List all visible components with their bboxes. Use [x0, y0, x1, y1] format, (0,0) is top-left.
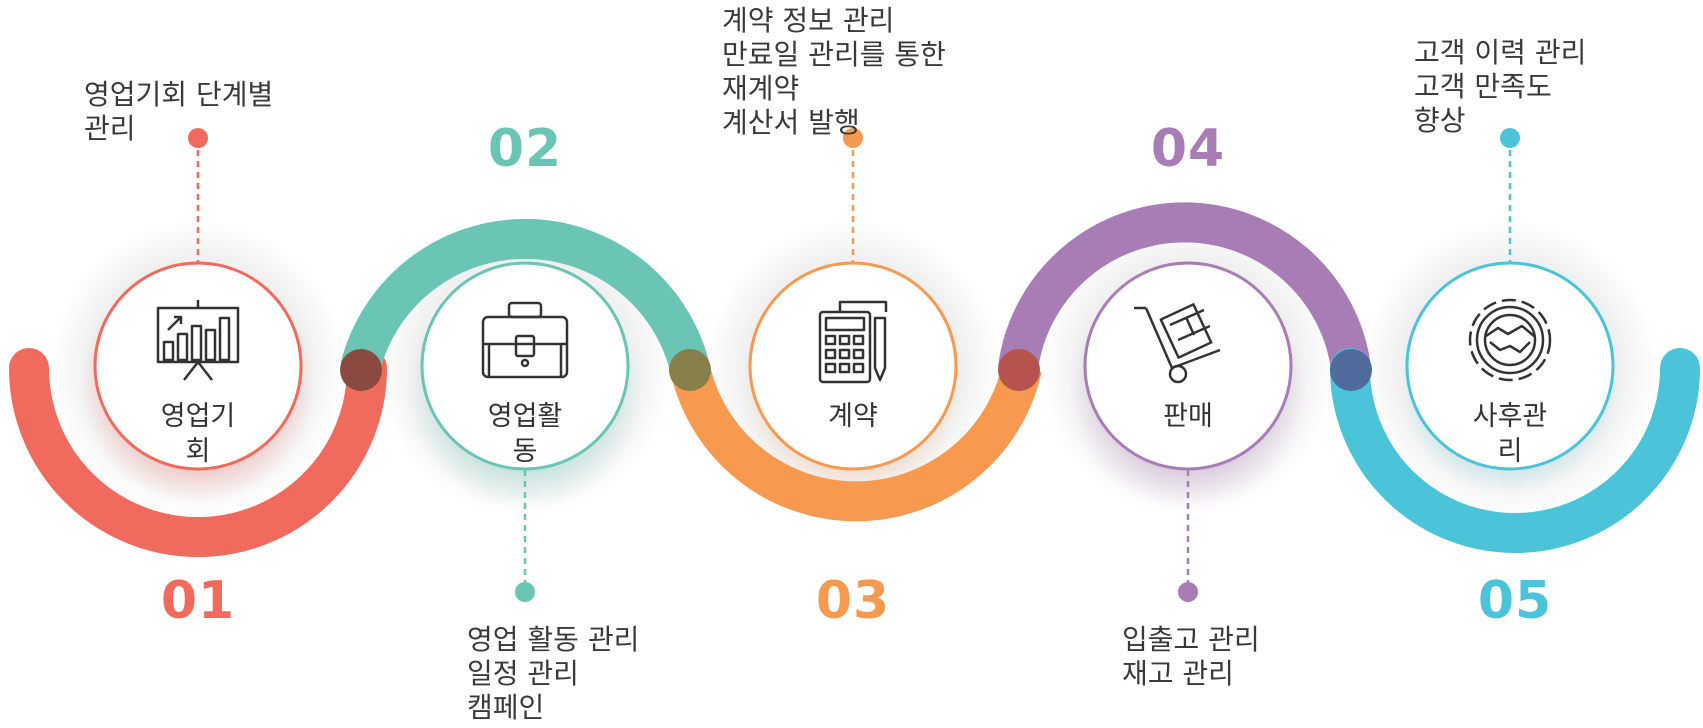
step-4-number: 04	[1151, 119, 1225, 179]
step-2-connector-dot	[515, 582, 535, 602]
step-3-label-line-1: 계약	[828, 401, 878, 432]
arc-step-4	[998, 202, 1371, 371]
arc-step-1	[9, 348, 387, 557]
joint-dots	[340, 349, 1372, 391]
step-labels: 영업기 회 영업활 동 계약 판매 사후관 리	[161, 401, 1548, 467]
step-4-connector-dot	[1178, 582, 1198, 602]
hand-truck-icon	[1134, 303, 1221, 384]
step-2-description-line: 일정 관리	[467, 657, 579, 690]
step-1-label-line-2: 회	[186, 436, 211, 467]
step-3-number: 03	[816, 571, 890, 631]
step-3-description-line: 계약 정보 관리	[722, 4, 895, 37]
step-4-description-line: 재고 관리	[1122, 657, 1234, 690]
step-5-description-line: 고객 만족도	[1414, 70, 1552, 103]
arc-step-5	[1330, 348, 1700, 553]
step-1-description-line: 영업기회 단계별	[84, 78, 274, 111]
step-2-label-line-1: 영업활	[488, 401, 563, 432]
step-5-label-line-1: 사후관	[1473, 401, 1548, 432]
step-4-description: 입출고 관리 재고 관리	[1122, 623, 1260, 691]
step-1-number: 01	[161, 571, 235, 631]
step-2-label-line-2: 동	[513, 436, 538, 467]
connectors	[196, 139, 1512, 590]
arc-step-3	[670, 363, 1042, 522]
step-2-description-line: 영업 활동 관리	[467, 623, 640, 656]
step-4-label-line-1: 판매	[1163, 401, 1213, 432]
step-3-description-line: 계산서 발행	[722, 106, 860, 139]
step-2-number: 02	[488, 119, 562, 179]
step-1-description-line: 관리	[84, 112, 136, 145]
step-4-circle	[1083, 261, 1293, 471]
step-circles	[93, 261, 1615, 471]
step-3-description-line: 만료일 관리를 통한	[722, 38, 946, 71]
gear-handshake-icon	[1468, 298, 1552, 382]
step-1-connector-dot	[188, 128, 208, 148]
step-5-connector-dot	[1500, 128, 1520, 148]
step-5-description-line: 향상	[1414, 104, 1466, 137]
step-2-description-line: 캠페인	[467, 691, 545, 724]
step-5-description: 고객 이력 관리 고객 만족도 향상	[1414, 36, 1586, 138]
arc-step-2	[340, 218, 710, 374]
step-5-description-line: 고객 이력 관리	[1414, 36, 1587, 69]
step-1-circle	[93, 261, 303, 471]
step-3-description: 계약 정보 관리 만료일 관리를 통한 재계약 계산서 발행	[722, 4, 946, 140]
step-1-description: 영업기회 단계별 관리	[84, 78, 273, 146]
wave-arcs	[9, 202, 1700, 557]
step-1-label-line-1: 영업기	[161, 401, 236, 432]
connector-dots	[188, 128, 1520, 602]
step-5-label-line-2: 리	[1498, 436, 1523, 467]
step-4-description-line: 입출고 관리	[1122, 623, 1260, 656]
step-5-number: 05	[1478, 571, 1552, 631]
briefcase-icon	[481, 301, 569, 379]
calculator-document-icon	[818, 300, 888, 384]
step-3-description-line: 재계약	[722, 72, 800, 105]
step-3-connector-dot	[843, 128, 863, 148]
step-numbers: 01 02 03 04 05	[161, 119, 1552, 631]
step-2-description: 영업 활동 관리 일정 관리 캠페인	[467, 623, 639, 725]
presentation-chart-icon	[156, 300, 240, 381]
